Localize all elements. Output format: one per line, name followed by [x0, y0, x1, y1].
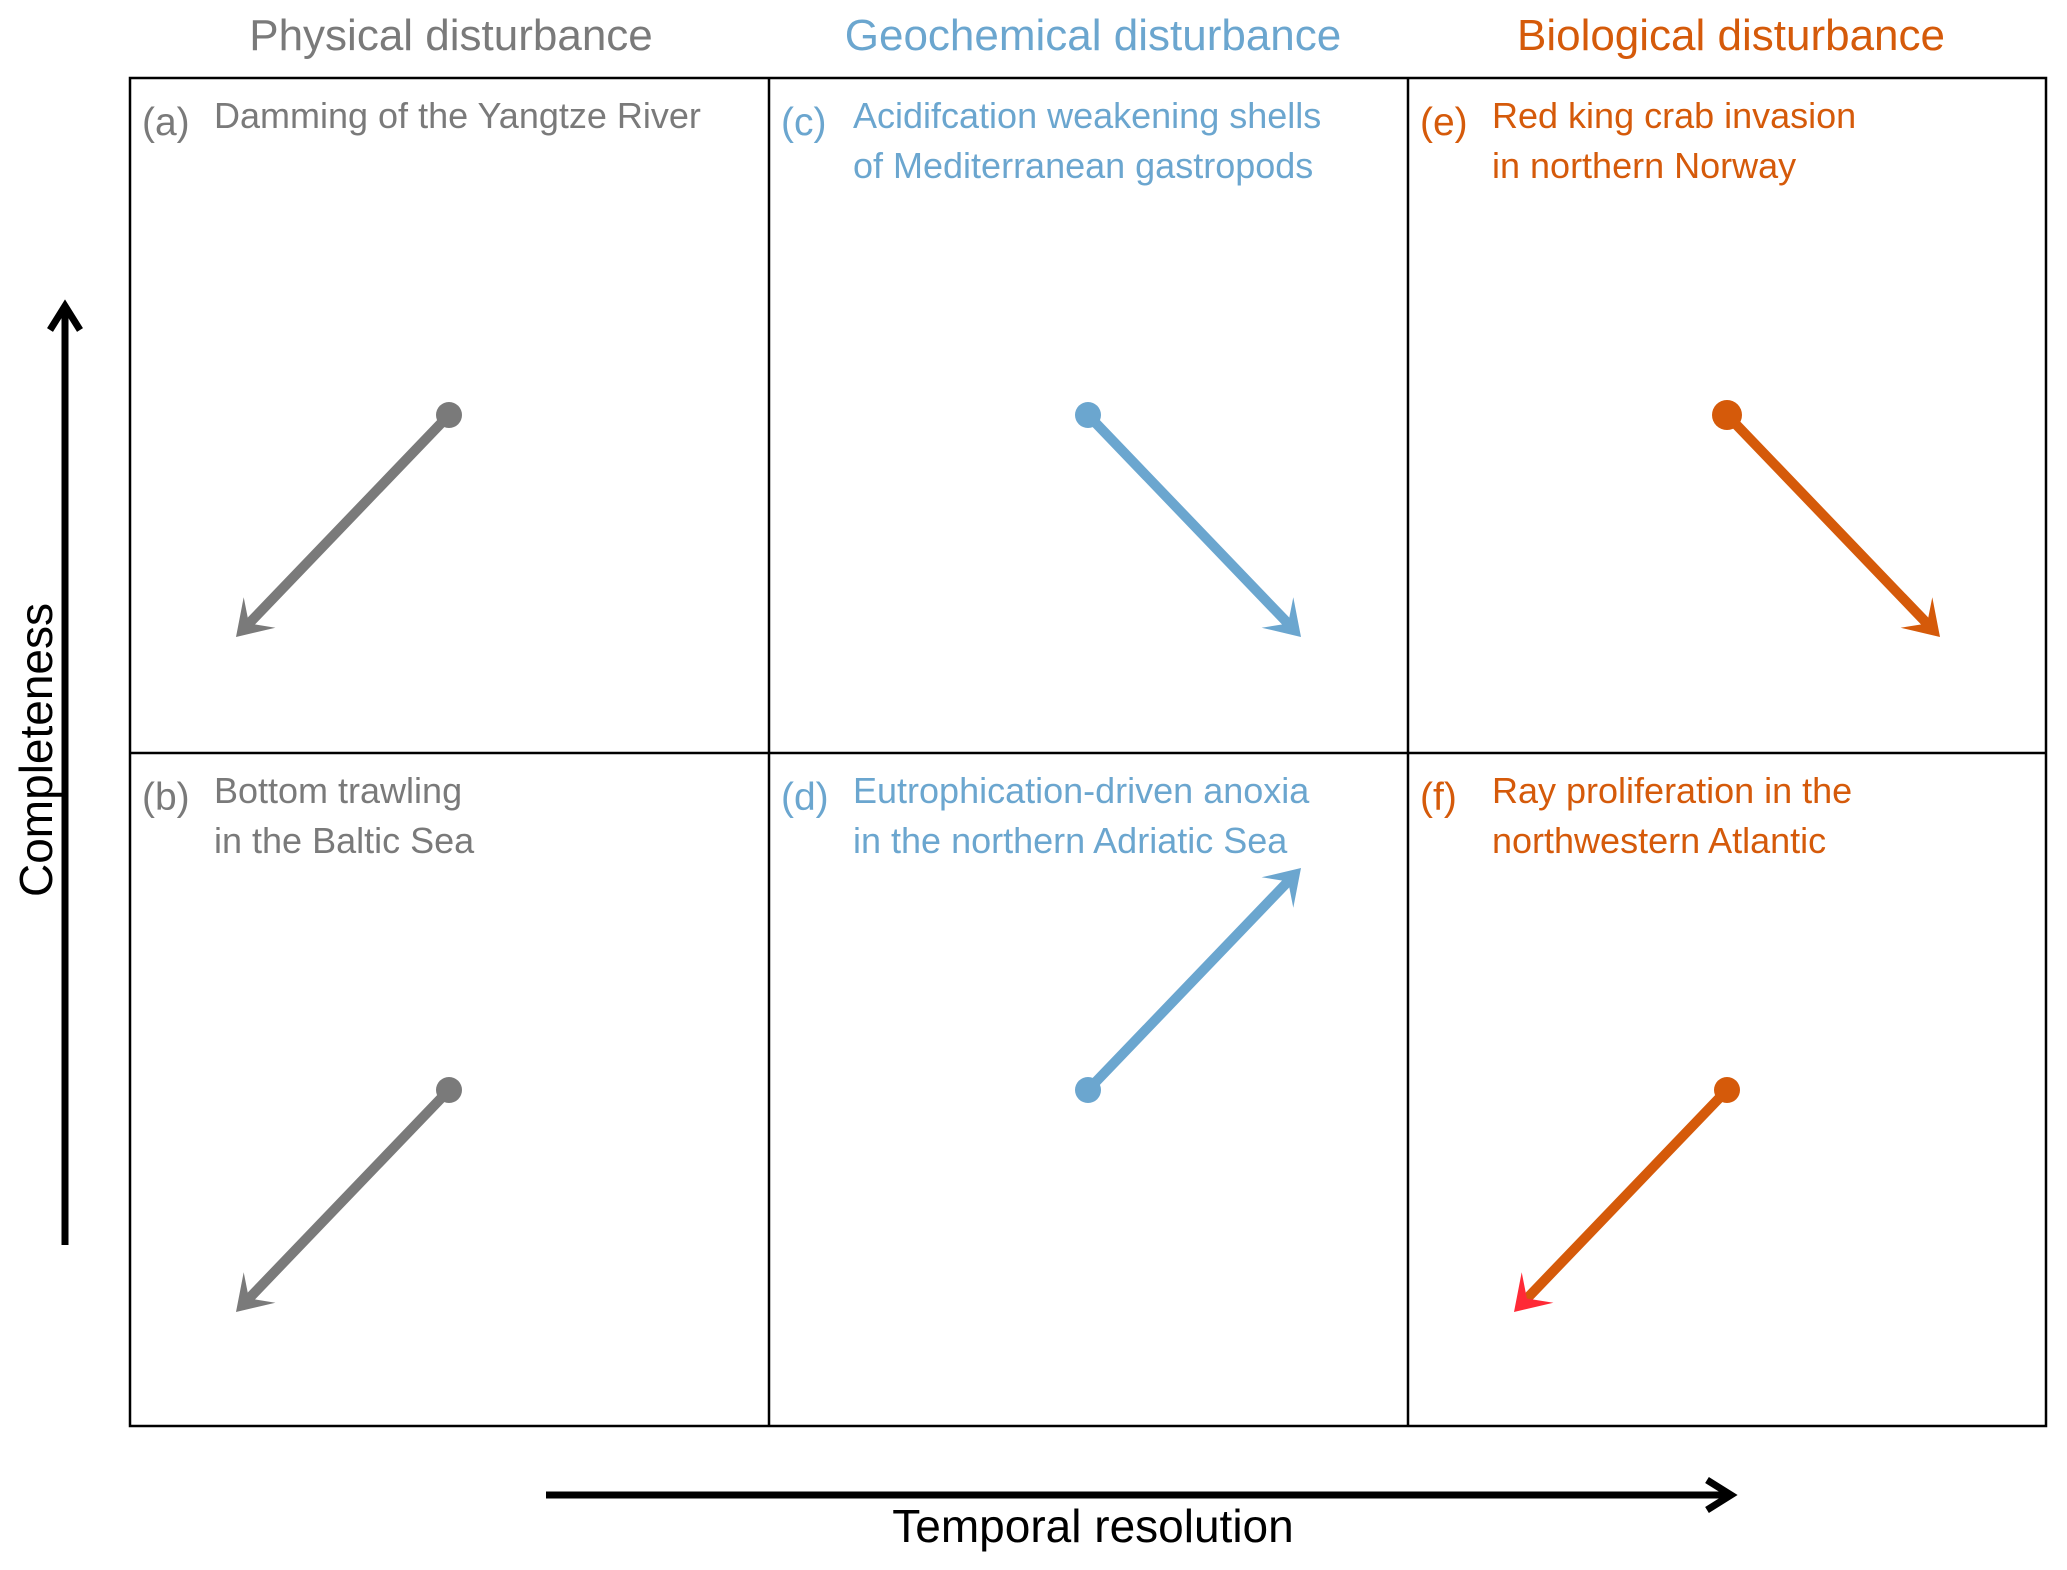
panel-e: (e) Red king crab invasion in northern Nor… — [1420, 95, 1940, 637]
trend-arrow-head — [236, 1272, 276, 1312]
trend-start-dot — [436, 402, 462, 428]
panel-description-line: in the Baltic Sea — [214, 820, 475, 861]
panel-f: (f) Ray proliferation in the northwestern … — [1420, 770, 1852, 1312]
panel-description-line: northwestern Atlantic — [1492, 820, 1826, 861]
trend-arrow-shaft — [1084, 411, 1295, 631]
trend-start-dot — [1712, 400, 1742, 430]
x-axis-arrow — [546, 1477, 1738, 1513]
panel-description-line: in northern Norway — [1492, 145, 1796, 186]
trend-arrow-shaft — [1723, 411, 1934, 631]
trend-arrow-head — [1514, 1272, 1554, 1312]
y-axis-label: Completeness — [10, 603, 62, 897]
panel-label: (c) — [781, 101, 826, 144]
panel-description-line: Bottom trawling — [214, 770, 462, 811]
trend-start-dot — [436, 1077, 462, 1103]
column-title-geochemical: Geochemical disturbance — [845, 11, 1341, 60]
panel-description-line: Red king crab invasion — [1492, 95, 1856, 136]
trend-arrow-shaft — [242, 1086, 453, 1306]
trend-start-dot — [1075, 402, 1101, 428]
y-axis-arrow — [47, 299, 83, 1245]
panel-description-line: of Mediterranean gastropods — [853, 145, 1313, 186]
trend-arrow-head — [236, 597, 276, 637]
trend-arrow-shaft — [1084, 874, 1295, 1094]
panel-description-line: in the northern Adriatic Sea — [853, 820, 1288, 861]
panel-d: (d) Eutrophication-driven anoxia in the no… — [781, 770, 1310, 1103]
panel-description-line: Damming of the Yangtze River — [214, 95, 701, 136]
panel-description-line: Acidifcation weakening shells — [853, 95, 1321, 136]
trend-arrow-head — [1261, 597, 1301, 637]
panel-a: (a) Damming of the Yangtze River — [142, 95, 701, 637]
panel-label: (f) — [1420, 776, 1457, 819]
trend-arrow-shaft — [242, 411, 453, 631]
panel-description-line: Ray proliferation in the — [1492, 770, 1852, 811]
trend-start-dot — [1075, 1077, 1101, 1103]
trend-arrow-head — [1261, 868, 1301, 908]
panel-b: (b) Bottom trawling in the Baltic Sea — [142, 770, 475, 1312]
trend-arrow-shaft — [1520, 1086, 1731, 1306]
trend-arrow-head — [1900, 597, 1940, 637]
column-title-physical: Physical disturbance — [249, 11, 653, 60]
panel-label: (d) — [781, 776, 829, 819]
x-axis-label: Temporal resolution — [892, 1500, 1293, 1552]
panel-label: (e) — [1420, 101, 1468, 144]
panel-grid — [128, 76, 2048, 1428]
column-title-biological: Biological disturbance — [1517, 11, 1945, 60]
panel-c: (c) Acidifcation weakening shells of Medit… — [781, 95, 1321, 637]
trend-start-dot — [1714, 1077, 1740, 1103]
panel-label: (a) — [142, 101, 190, 144]
panel-description-line: Eutrophication-driven anoxia — [853, 770, 1310, 811]
panel-label: (b) — [142, 776, 190, 819]
